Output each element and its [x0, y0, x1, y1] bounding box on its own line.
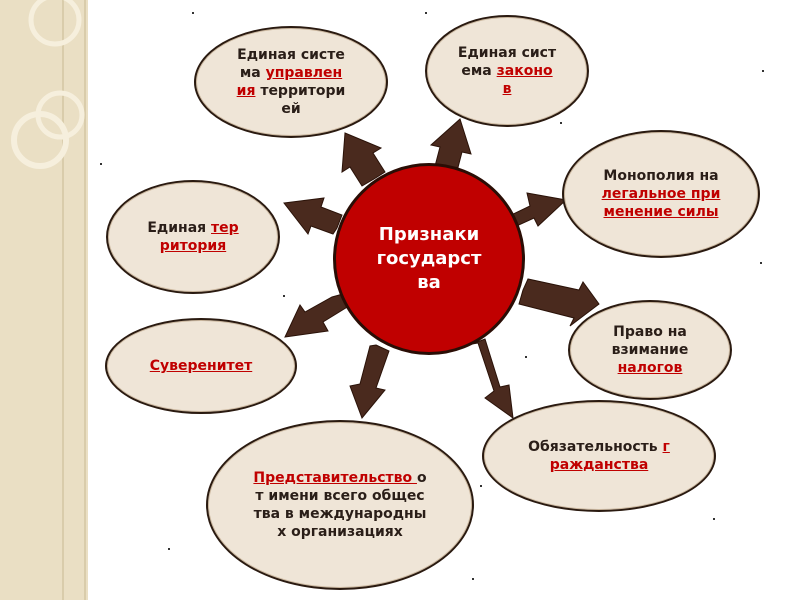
decorative-dot [100, 163, 102, 165]
node-management: Единая система управления территорией [194, 26, 388, 138]
sidebar-divider [84, 0, 86, 600]
node-territory-pre: Единая [147, 220, 212, 236]
decorative-dot [480, 485, 482, 487]
decorative-dot [760, 262, 762, 264]
node-management-highlight: управления [236, 65, 343, 99]
node-sovereignty: Суверенитет [105, 318, 297, 414]
node-taxes: Право на взимание налогов [568, 300, 732, 400]
node-representation: Представительство от имени всего обществ… [206, 420, 474, 590]
sidebar-divider [62, 0, 64, 600]
node-monopoly-highlight: легальное применение силы [601, 186, 721, 220]
node-citizenship: Обязательность гражданства [482, 400, 716, 512]
arrow-to-citizenship [471, 338, 514, 420]
arrow-to-taxes [518, 278, 600, 327]
sidebar-ornament-icon [11, 0, 85, 169]
node-taxes-pre: Право на взимание [611, 324, 689, 358]
decorative-dot [472, 578, 474, 580]
decorative-dot [192, 12, 194, 14]
decorative-dot [713, 518, 715, 520]
decorative-dot [762, 70, 764, 72]
node-sovereignty-highlight: Суверенитет [149, 358, 253, 374]
decorative-dot [560, 122, 562, 124]
decorative-sidebar [0, 0, 88, 600]
decorative-dot [525, 356, 527, 358]
arrow-to-management [341, 132, 386, 187]
arrow-to-territory [283, 197, 343, 236]
node-territory: Единая территория [106, 180, 280, 294]
node-laws-highlight: законов [496, 63, 553, 97]
arrow-to-sovereignty [284, 293, 350, 338]
node-management-post: территорией [255, 83, 346, 117]
node-citizenship-pre: Обязательность [528, 439, 663, 455]
node-citizenship-highlight: гражданства [549, 439, 670, 473]
node-monopoly: Монополия на легальное применение силы [562, 130, 760, 258]
node-monopoly-pre: Монополия на [603, 168, 719, 184]
center-label: Признаки государства [376, 224, 482, 293]
node-representation-highlight: Представительство [253, 470, 417, 486]
node-laws-pre: Единая система [457, 45, 557, 79]
arrow-to-representation [349, 344, 390, 419]
node-taxes-highlight: налогов [617, 360, 683, 376]
decorative-dot [168, 548, 170, 550]
node-management-pre: Единая система [237, 47, 345, 81]
decorative-dot [283, 295, 285, 297]
node-territory-highlight: территория [159, 220, 239, 254]
node-representation-post: от имени всего общества в международных … [253, 470, 427, 540]
node-laws: Единая система законов [425, 15, 589, 127]
decorative-dot [425, 12, 427, 14]
center-node: Признаки государства [333, 163, 525, 355]
